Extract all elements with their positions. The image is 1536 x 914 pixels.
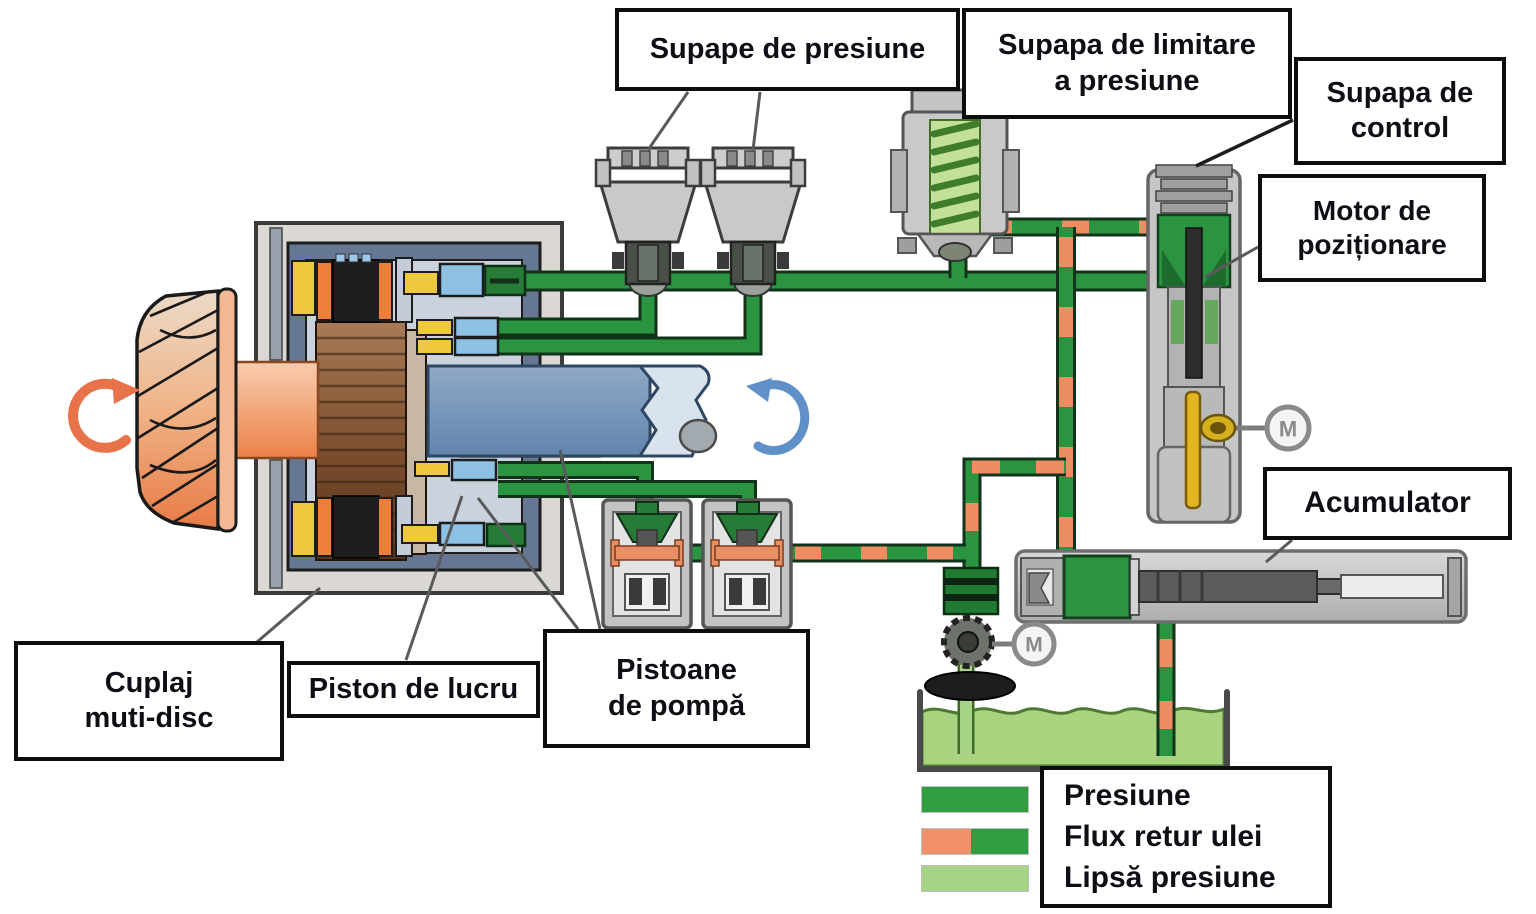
- legend-box: Presiune Flux retur ulei Lipsă presiune: [1040, 766, 1332, 908]
- label-pump-pistons: Pistoane de pompă: [543, 629, 810, 748]
- input-rotation-arrow-icon: [68, 378, 140, 453]
- label-multi-disc-clutch: Cuplaj muti-disc: [14, 641, 284, 761]
- label-accumulator-text: Acumulator: [1304, 486, 1471, 520]
- label-pump-pistons-text: Pistoane de pompă: [608, 654, 745, 722]
- positioning-motor-label: M: [1279, 417, 1297, 442]
- pressure-valve-1: [594, 146, 702, 297]
- accumulator-pressure-chamber: [1062, 554, 1132, 620]
- pump-piston-1: [601, 498, 693, 630]
- oil-filter: [942, 566, 1000, 616]
- positioning-motor-assembly: [1146, 164, 1268, 524]
- pressure-valve-2: [699, 146, 807, 297]
- oil-pump: [924, 615, 1016, 701]
- legend-item-pressure: Presiune: [1064, 779, 1191, 813]
- legend-item-no-pressure: Lipsă presiune: [1064, 860, 1276, 894]
- pointer-lines: [242, 91, 1294, 661]
- legend-swatch-oil-return-left: [922, 829, 971, 854]
- legend-swatch-pressure-fill: [922, 787, 1028, 812]
- label-multi-disc-clutch-text: Cuplaj muti-disc: [84, 666, 214, 734]
- label-control-valve-text: Supapa de control: [1326, 76, 1474, 144]
- label-pressure-valves-text: Supape de presiune: [649, 32, 926, 65]
- positioning-rod: [1184, 390, 1202, 510]
- bevel-gear: [135, 287, 238, 533]
- label-pressure-valves: Supape de presiune: [615, 8, 960, 91]
- legend-swatch-no-pressure: [922, 866, 1028, 891]
- working-piston-components: [401, 262, 527, 548]
- input-shaft: [232, 360, 320, 460]
- pump-piston-2: [701, 498, 793, 630]
- positioning-motor-symbol-icon: M: [1264, 404, 1312, 452]
- label-positioning-motor-text: Motor de poziționare: [1297, 194, 1447, 260]
- label-pressure-limiting-valve-text: Supapa de limitare a presiune: [998, 29, 1256, 97]
- label-pressure-limiting-valve: Supapa de limitare a presiune: [962, 8, 1292, 119]
- pump-drive-gear: [924, 671, 1016, 701]
- legend-swatch-oil-return-right: [970, 829, 1028, 854]
- pump-motor-symbol-icon: M: [992, 621, 1057, 667]
- pump-motor-label: M: [1025, 634, 1043, 657]
- output-rotation-arrow-icon: [746, 378, 810, 456]
- accumulator-cylinder: [1014, 549, 1468, 624]
- legend-swatch-oil-return: [922, 829, 1028, 854]
- label-accumulator: Acumulator: [1263, 467, 1512, 540]
- legend-swatch-pressure: [922, 787, 1028, 812]
- label-control-valve: Supapa de control: [1294, 57, 1506, 165]
- legend-swatch-no-pressure-fill: [922, 866, 1028, 891]
- label-working-piston: Piston de lucru: [287, 661, 540, 718]
- label-working-piston-text: Piston de lucru: [308, 672, 519, 705]
- legend-item-oil-return: Flux retur ulei: [1064, 819, 1263, 853]
- output-shaft: [426, 364, 718, 458]
- label-positioning-motor: Motor de poziționare: [1258, 174, 1486, 282]
- clutch-actuator-bottom: [291, 495, 413, 559]
